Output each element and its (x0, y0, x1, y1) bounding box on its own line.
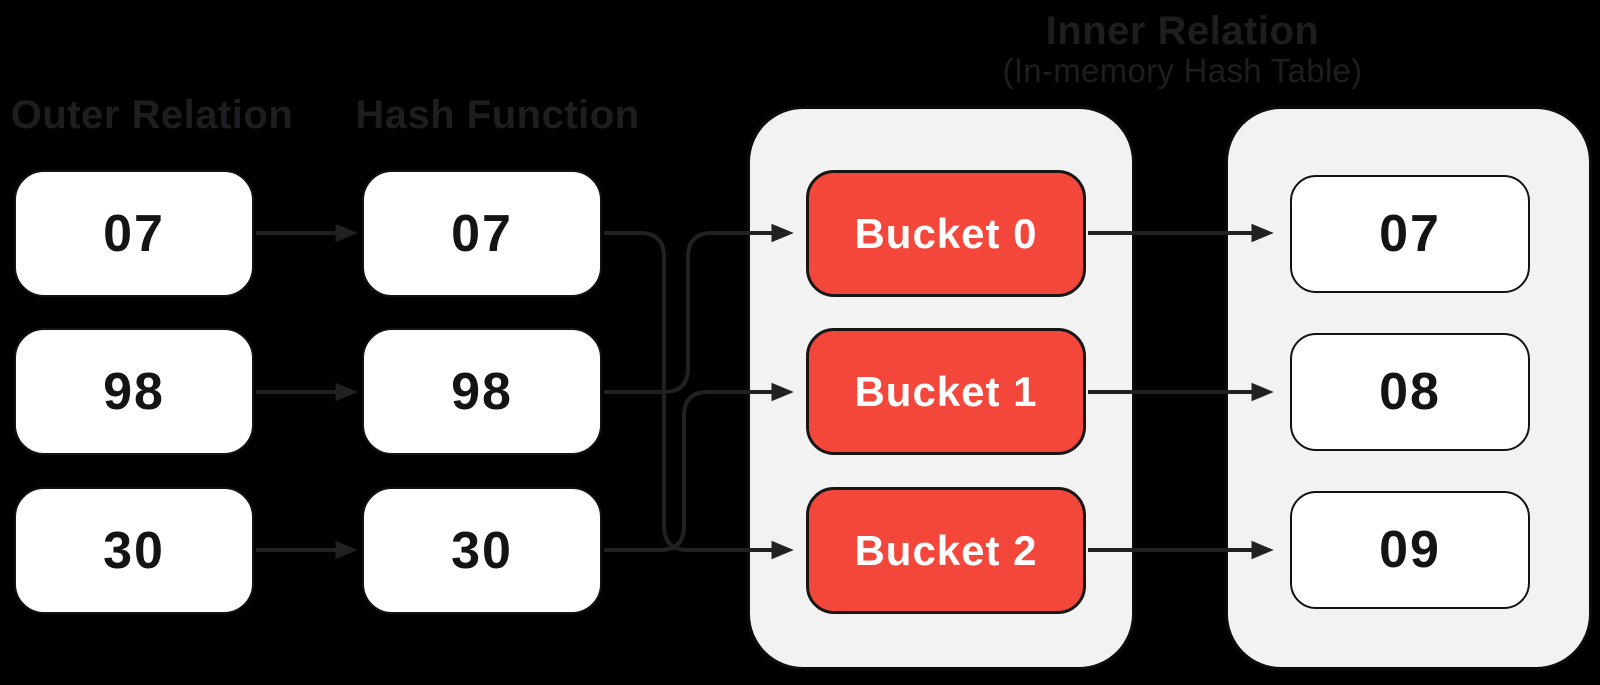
outer-relation-node-0: 07 (14, 170, 254, 297)
hash-function-value: 30 (451, 521, 513, 580)
outer-relation-value: 07 (103, 204, 165, 263)
curve-hash-30-to-bucket1 (604, 382, 794, 552)
outer-relation-node-2: 30 (14, 487, 254, 614)
inner-value: 08 (1379, 363, 1441, 421)
inner-relation-title: Inner Relation (1045, 9, 1320, 53)
hash-function-node-0: 07 (362, 170, 602, 297)
inner-relation-subtitle: (In-memory Hash Table) (1002, 52, 1363, 89)
bucket-2-label: Bucket 2 (854, 526, 1038, 574)
inner-value-node-0: 07 (1290, 175, 1530, 293)
hash-function-value: 98 (451, 362, 513, 421)
outer-relation-node-1: 98 (14, 328, 254, 455)
inner-value: 07 (1379, 205, 1441, 263)
inner-value-node-1: 08 (1290, 333, 1530, 451)
curve-hash-98-to-bucket0 (604, 223, 794, 394)
hash-function-node-2: 30 (362, 487, 602, 614)
outer-relation-value: 98 (103, 362, 165, 421)
hash-function-heading: Hash Function (355, 93, 640, 137)
inner-value-node-2: 09 (1290, 491, 1530, 609)
bucket-1-node: Bucket 1 (806, 328, 1086, 455)
bucket-1-label: Bucket 1 (854, 367, 1038, 415)
bucket-0-node: Bucket 0 (806, 170, 1086, 297)
hash-function-value: 07 (451, 204, 513, 263)
outer-relation-heading: Outer Relation (10, 93, 294, 137)
outer-relation-value: 30 (103, 521, 165, 580)
inner-value: 09 (1379, 521, 1441, 579)
bucket-0-label: Bucket 0 (854, 209, 1038, 257)
hash-function-node-1: 98 (362, 328, 602, 455)
bucket-2-node: Bucket 2 (806, 487, 1086, 614)
